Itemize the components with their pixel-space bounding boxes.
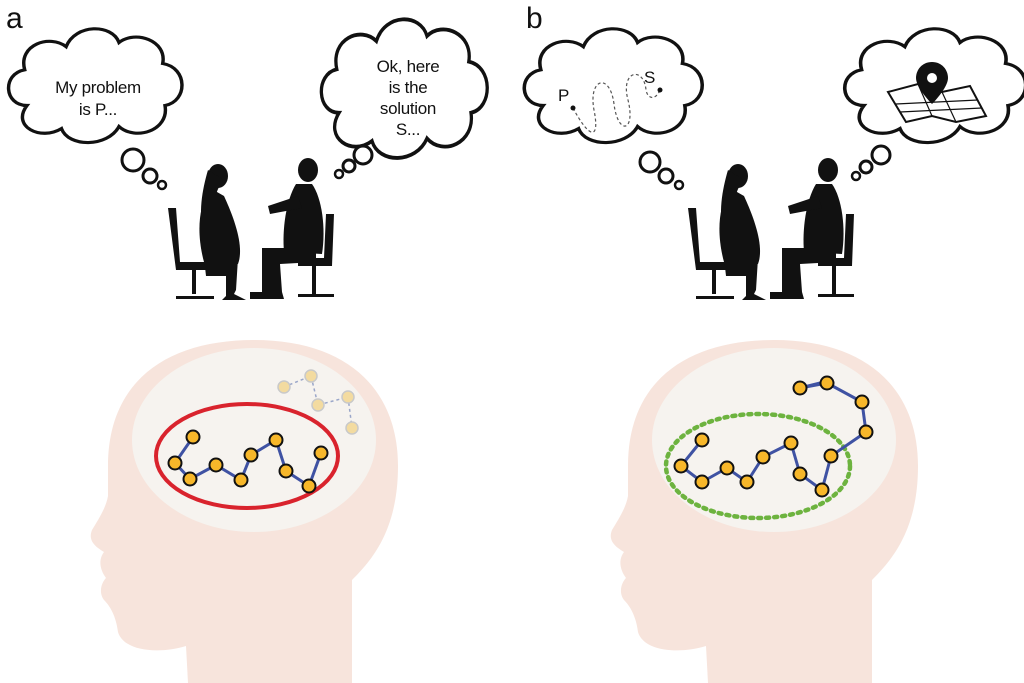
path-start-label: P — [558, 86, 569, 105]
node — [719, 460, 735, 476]
node — [182, 471, 198, 487]
head-silhouette — [90, 340, 399, 683]
seated-woman-silhouette — [688, 164, 766, 300]
node — [301, 478, 317, 494]
faded-node — [277, 380, 291, 394]
node — [755, 449, 771, 465]
node — [792, 380, 808, 396]
panel-a: a My problem is P... Ok, here is the sol… — [6, 2, 490, 683]
panel-a-letter: a — [6, 2, 23, 35]
faded-node — [345, 421, 359, 435]
thought-cloud-left: My problem is P... — [6, 27, 184, 191]
brain-area — [132, 348, 376, 532]
thought-cloud-right: Ok, here is the solution S... — [319, 17, 490, 180]
node — [673, 458, 689, 474]
faded-node-chain — [277, 369, 359, 435]
node — [233, 472, 249, 488]
node — [208, 457, 224, 473]
panel-b: b P S — [522, 2, 1024, 683]
node — [185, 429, 201, 445]
path-end-label: S — [644, 68, 655, 87]
seated-man-silhouette — [770, 158, 854, 299]
node — [819, 375, 835, 391]
head-silhouette — [610, 340, 918, 683]
thought-cloud-left-b: P S — [522, 27, 704, 191]
faded-node — [311, 398, 325, 412]
seated-woman-silhouette — [168, 164, 246, 300]
thought-text-line: solution — [380, 99, 436, 118]
node — [783, 435, 799, 451]
thought-text-line: is the — [389, 78, 428, 97]
thought-text-line: is P... — [79, 100, 117, 119]
expanded-knowledge-boundary — [663, 411, 853, 521]
brain-area — [652, 348, 896, 532]
node — [167, 455, 183, 471]
node — [739, 474, 755, 490]
node — [694, 432, 710, 448]
path-start-dot — [570, 105, 576, 111]
thought-text-line: S... — [396, 120, 420, 139]
path-end-dot — [657, 87, 663, 93]
seated-man-silhouette — [250, 158, 334, 299]
node — [858, 424, 874, 440]
node — [313, 445, 329, 461]
winding-path — [572, 73, 661, 133]
node — [814, 482, 830, 498]
thought-text-line: My problem — [55, 78, 141, 97]
node-chain-b — [673, 375, 874, 498]
node-chain-a — [167, 429, 329, 494]
faded-node — [341, 390, 355, 404]
node — [854, 394, 870, 410]
thought-text-line: Ok, here — [377, 57, 440, 76]
node — [243, 447, 259, 463]
node — [268, 432, 284, 448]
node — [278, 463, 294, 479]
knowledge-boundary — [154, 402, 340, 510]
panel-b-letter: b — [526, 2, 543, 35]
node — [792, 466, 808, 482]
node — [823, 448, 839, 464]
map-pin-icon — [916, 62, 948, 104]
thought-cloud-right-b — [842, 27, 1024, 182]
node — [694, 474, 710, 490]
faded-node — [304, 369, 318, 383]
